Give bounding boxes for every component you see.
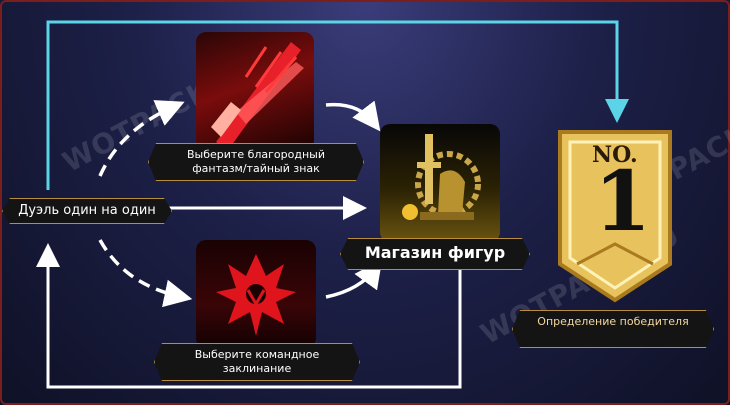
spell-card (196, 240, 316, 348)
badge-no: NO. (592, 142, 638, 168)
node-duel: Дуэль один на один (2, 198, 172, 224)
node-shop: Магазин фигур (340, 238, 530, 270)
arrow-duel-to-spell (98, 239, 193, 308)
shop-card (380, 124, 500, 242)
node-spell: Выберите командное заклинание (154, 343, 360, 381)
node-phantasm: Выберите благородный фантазм/тайный знак (148, 143, 364, 181)
badge-number: 1 (594, 154, 652, 250)
figure-shop-icon (402, 134, 481, 220)
arrow-duel-to-winner (46, 20, 629, 190)
rank-shield-icon (558, 130, 672, 303)
sword-art-icon (211, 42, 304, 150)
node-winner: Определение победителя (512, 310, 714, 348)
phantasm-card (196, 32, 314, 150)
arrow-phantasm-to-shop (325, 100, 381, 132)
arrow-shop-to-duel (36, 243, 462, 389)
winner-badge: NO. 1 (552, 124, 678, 304)
arrow-duel-to-phantasm (98, 100, 185, 177)
arrow-spell-to-shop (325, 259, 383, 299)
command-seal-icon (216, 254, 296, 336)
